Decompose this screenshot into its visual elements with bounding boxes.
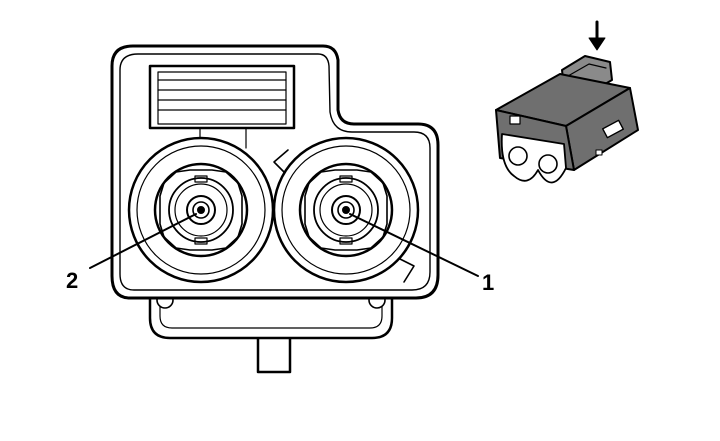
socket-1 <box>272 136 420 284</box>
lower-flange-inner <box>159 291 383 329</box>
connector-front-view <box>89 44 479 374</box>
leader-line-2 <box>89 213 197 269</box>
leader-line-1 <box>349 213 479 277</box>
socket-2 <box>127 136 275 284</box>
mounting-tab <box>256 331 292 374</box>
latch-window <box>148 64 296 130</box>
callout-label-2: 2 <box>66 268 78 293</box>
housing-inner-outline <box>119 53 431 291</box>
callout-label-1: 1 <box>482 270 494 295</box>
connector-iso-view <box>495 20 639 184</box>
arrow-down-icon <box>588 20 606 51</box>
socket-1-pin <box>342 206 350 214</box>
iso-cavities <box>500 133 567 184</box>
socket-2-pin <box>197 206 205 214</box>
